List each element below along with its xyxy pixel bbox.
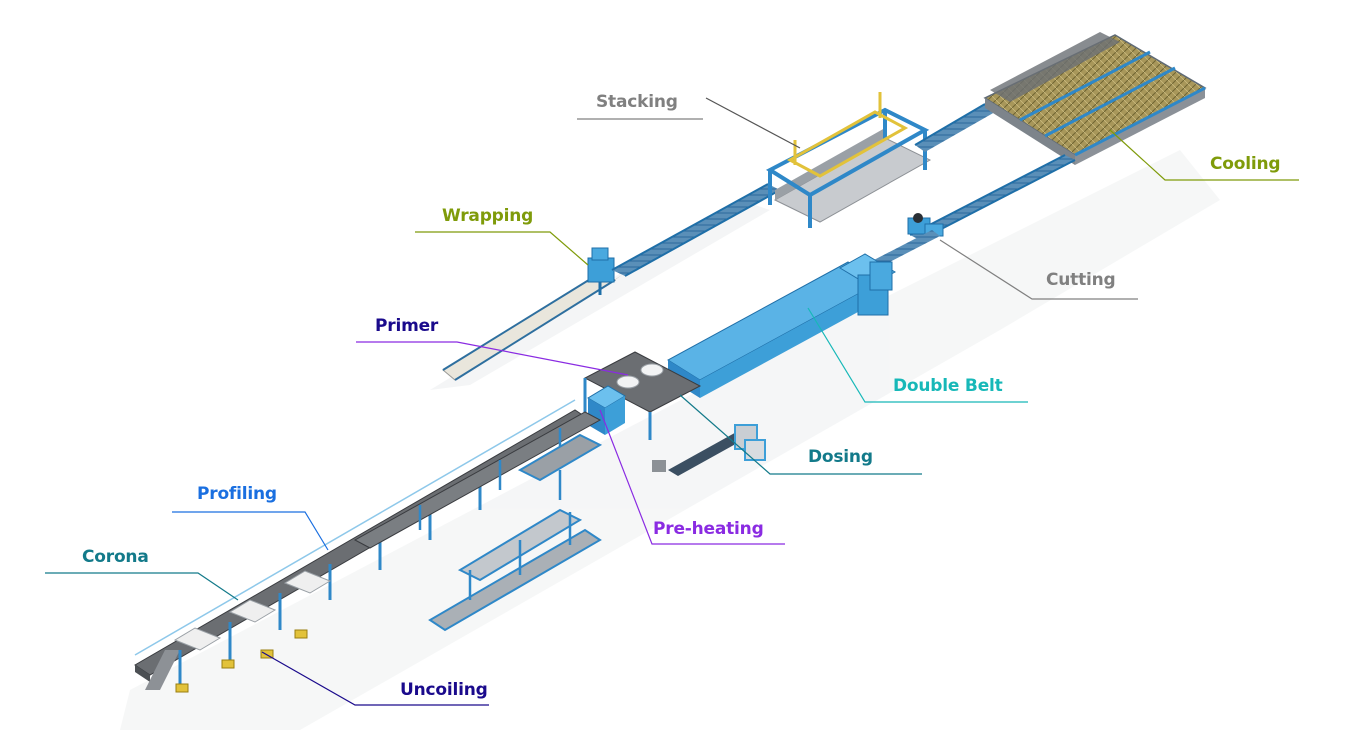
leader-pre-heating [599, 409, 785, 545]
transfer-conveyor-from-cooling [909, 154, 1076, 241]
secondary-infeed-line [353, 411, 602, 549]
pre-heating-unit [587, 385, 626, 435]
mineral-wool-line [428, 433, 603, 632]
leader-uncoiling [261, 651, 489, 706]
leader-primer [356, 341, 629, 376]
stacking-station [765, 92, 932, 228]
leader-double-belt [807, 307, 1028, 403]
cooling-rack [983, 32, 1207, 165]
leader-lines [45, 97, 1299, 706]
label-primer: Primer [375, 316, 439, 336]
label-cooling: Cooling [1210, 154, 1281, 174]
transfer-conveyor-upper [611, 183, 781, 277]
label-double-belt: Double Belt [893, 376, 1003, 396]
label-pre-heating: Pre-heating [653, 519, 764, 539]
leader-wrapping [415, 231, 589, 266]
label-corona: Corona [82, 547, 149, 567]
leader-stacking-pointer [705, 97, 801, 149]
double-belt-press [667, 253, 896, 398]
label-wrapping: Wrapping [442, 206, 534, 226]
leader-corona [45, 572, 239, 601]
label-cutting: Cutting [1046, 270, 1116, 290]
leader-cutting [939, 239, 1138, 300]
dosing-units [652, 424, 766, 476]
label-uncoiling: Uncoiling [400, 680, 488, 700]
leader-cooling [1109, 129, 1299, 181]
wrapping-machine [587, 247, 615, 295]
cutting-saw [907, 213, 944, 237]
label-dosing: Dosing [808, 447, 873, 467]
leader-profiling [172, 511, 329, 551]
run-out-conveyor [870, 230, 940, 268]
primer-platform [583, 351, 702, 440]
leader-dosing [679, 394, 922, 475]
transfer-conveyor-to-cooling [914, 103, 995, 152]
label-profiling: Profiling [197, 484, 277, 504]
wrapping-conveyor [442, 269, 622, 381]
label-stacking: Stacking [596, 92, 678, 112]
